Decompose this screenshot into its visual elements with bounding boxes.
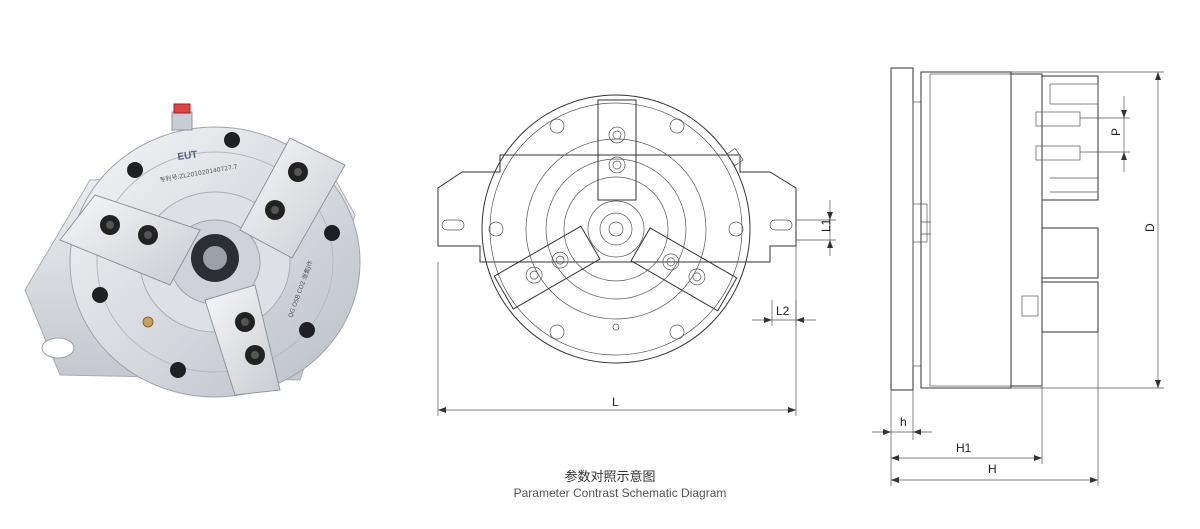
caption-title-cn: 参数对照示意图 [564,470,656,485]
perimeter-bolts [92,132,340,378]
dim-L1-label: L1 [819,218,833,232]
front-jaw-left [493,225,601,310]
caption-title-en: Parameter Contrast Schematic Diagram [513,486,727,500]
front-jaw-top [597,99,637,201]
dim-L2-label: L2 [776,304,790,318]
jaw-top-right [239,137,346,259]
dim-H1-label: H1 [956,441,972,455]
front-body-circle [481,94,751,364]
side-jaw-top [1035,75,1099,201]
dim-D-label: D [1143,223,1157,232]
air-fitting [171,103,193,131]
front-bolts [488,118,744,340]
jaw-bottom [204,284,281,396]
side-body [920,71,1012,389]
jaw-left [59,194,201,286]
front-jaw-right [630,227,738,312]
dim-H-label: H [988,462,997,476]
side-jaw-bottom [1021,227,1099,333]
side-base-flange [890,67,914,391]
front-base-outline [437,154,797,263]
dim-P-label: P [1109,128,1123,136]
chuck-product-photo: EUT 专利号:ZL201020140727.7 QG OSB CO2 涨套J作 [24,103,361,398]
brand-logo: EUT [177,149,198,163]
dim-L-label: L [612,395,619,409]
dim-h-label: h [900,415,907,429]
